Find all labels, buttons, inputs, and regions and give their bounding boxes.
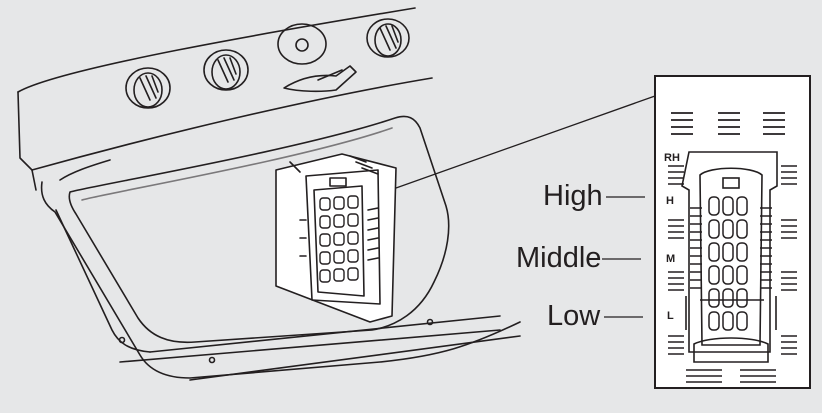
left-knob	[125, 67, 171, 109]
top-grille	[671, 112, 785, 135]
left-hole-clusters	[668, 165, 684, 355]
side-fins	[685, 207, 777, 330]
label-leaders	[602, 196, 645, 318]
tub-lint-filter	[275, 153, 397, 323]
tub-opening	[68, 115, 450, 344]
right-hole-clusters	[781, 165, 797, 355]
middle-left-knob	[203, 49, 249, 91]
center-timer-knob	[277, 23, 357, 93]
marking-l: L	[667, 310, 674, 322]
marking-m: M	[666, 253, 675, 265]
right-knob	[366, 18, 410, 58]
bottom-grille	[686, 369, 776, 383]
label-low: Low	[547, 300, 601, 332]
label-high: High	[543, 180, 603, 212]
marking-h: H	[666, 195, 674, 207]
filter-detail-panel: RH H M L	[654, 75, 811, 389]
washer-body	[17, 7, 521, 381]
marking-rh: RH	[664, 152, 680, 164]
callout-leader-line	[395, 95, 656, 189]
filter-mesh	[708, 196, 748, 331]
filter-frame	[681, 151, 778, 363]
tub-screws	[118, 318, 434, 364]
label-middle: Middle	[516, 242, 602, 274]
